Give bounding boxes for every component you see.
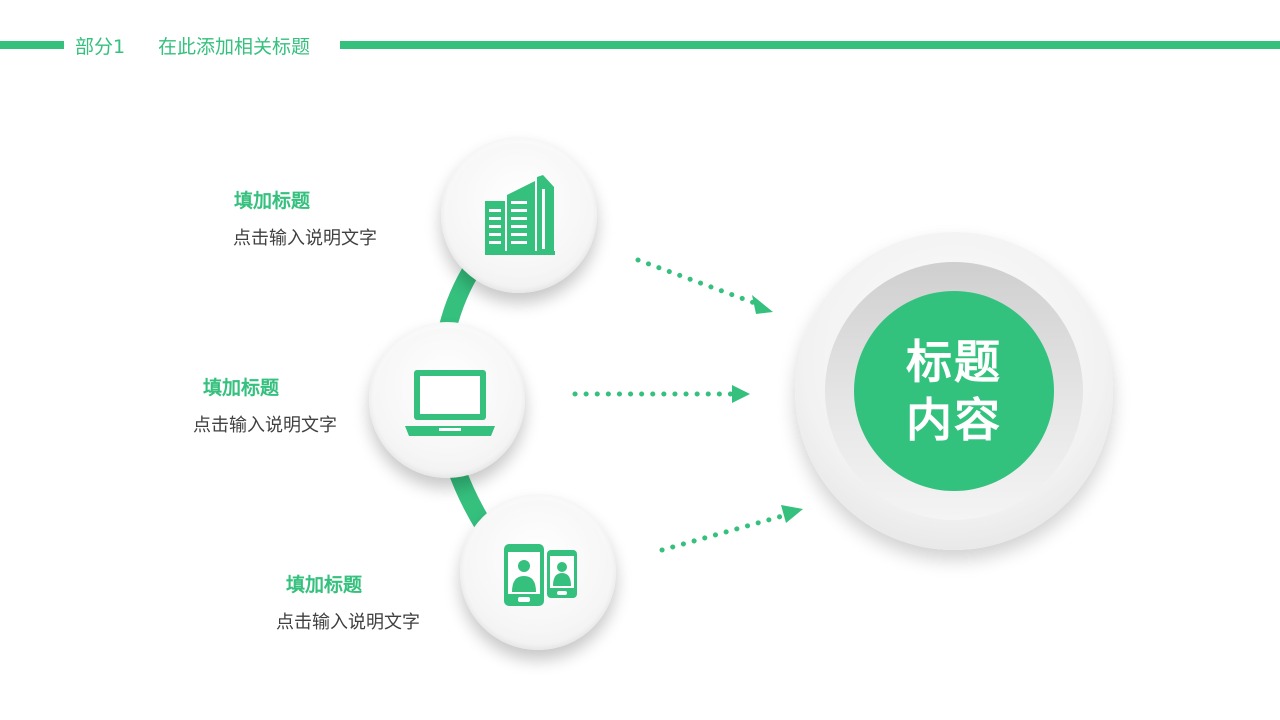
page-title: 在此添加相关标题 bbox=[158, 36, 311, 58]
header-line-left bbox=[0, 41, 64, 49]
header-line-right bbox=[340, 41, 1280, 49]
center-circle-ring: 标题 内容 bbox=[825, 262, 1083, 520]
item-2-title: 填加标题 bbox=[203, 377, 280, 399]
item-1-desc: 点击输入说明文字 bbox=[233, 228, 377, 249]
item-3-title: 填加标题 bbox=[286, 574, 363, 596]
center-circle-outer: 标题 内容 bbox=[795, 232, 1113, 550]
section-label: 部分1 bbox=[75, 36, 126, 58]
arrow-bot-head bbox=[781, 505, 803, 523]
arrow-top-line bbox=[635, 257, 763, 308]
node-2 bbox=[369, 322, 525, 478]
center-circle: 标题 内容 bbox=[854, 291, 1054, 491]
node-3 bbox=[460, 494, 616, 650]
arrow-top-head bbox=[752, 295, 773, 314]
node-1 bbox=[441, 137, 597, 293]
item-1-title: 填加标题 bbox=[234, 190, 311, 212]
center-title-line1: 标题 bbox=[906, 335, 1002, 389]
arrow-mid-head bbox=[732, 385, 750, 403]
center-title-line2: 内容 bbox=[906, 393, 1002, 447]
item-2-desc: 点击输入说明文字 bbox=[193, 415, 337, 436]
mobile-contacts-icon bbox=[504, 544, 577, 606]
item-3-desc: 点击输入说明文字 bbox=[276, 612, 420, 633]
building-icon bbox=[485, 175, 555, 255]
arrow-bot-line bbox=[659, 512, 789, 553]
laptop-icon bbox=[405, 370, 495, 436]
